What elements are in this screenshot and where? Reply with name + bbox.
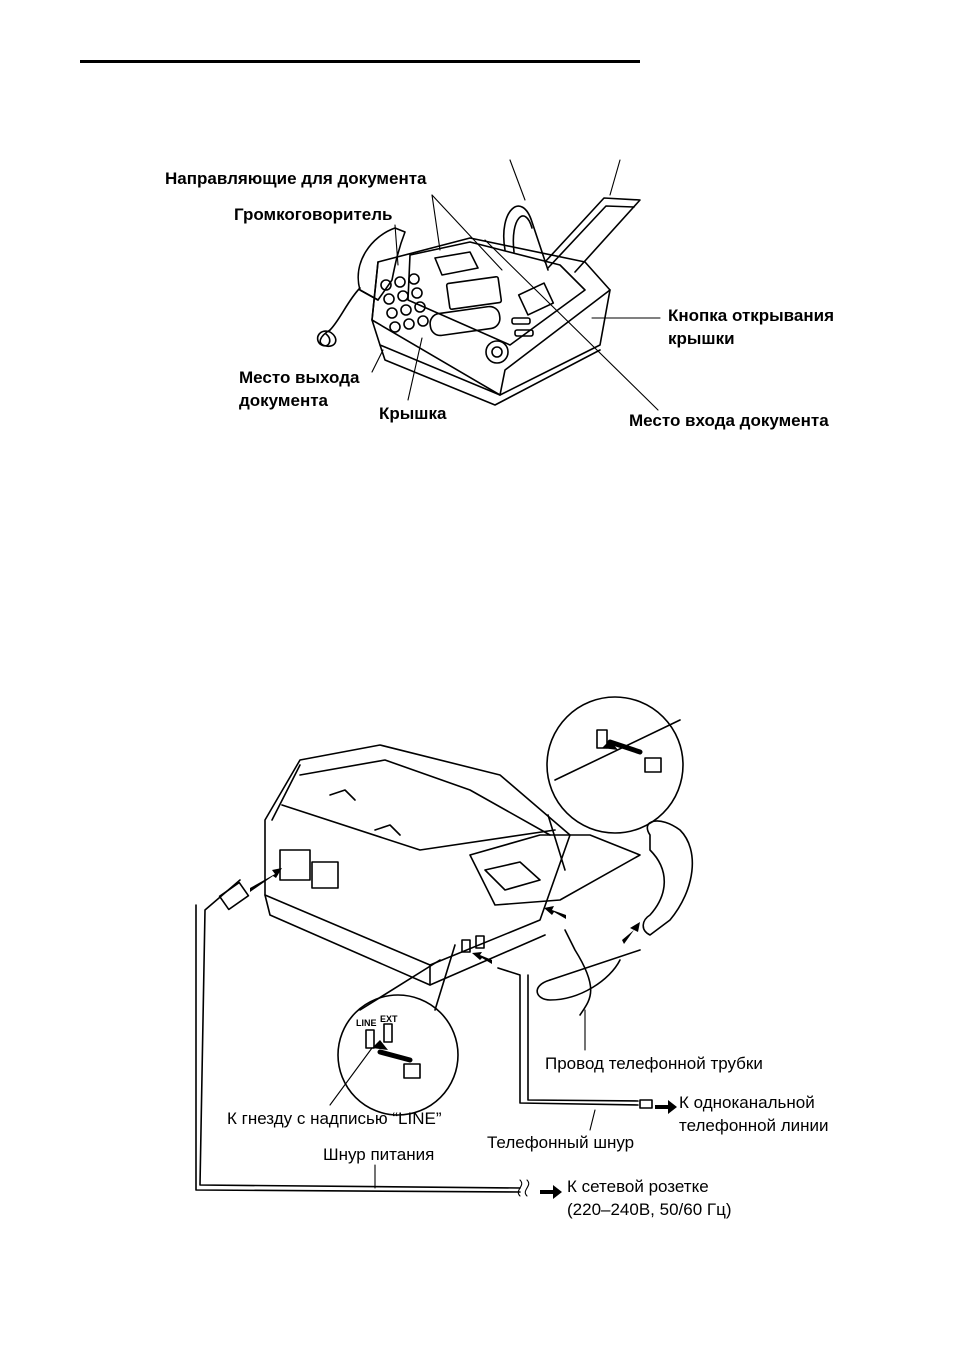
- label-line-jack: К гнезду с надписью “LINE”: [227, 1108, 442, 1130]
- label-document-guides: Направляющие для документа: [165, 168, 427, 190]
- label-cover: Крышка: [379, 403, 446, 425]
- label-handset-cord: Провод телефонной трубки: [545, 1053, 763, 1075]
- handset: [318, 228, 405, 346]
- label-line-to-1: К одноканальной: [679, 1092, 815, 1114]
- handset-rear: [537, 821, 692, 1000]
- paper-support-wire: [504, 198, 640, 272]
- label-power-cord: Шнур питания: [323, 1144, 434, 1166]
- label-line-to-2: телефонной линии: [679, 1115, 829, 1137]
- label-document-entry: Место входа документа: [629, 410, 829, 432]
- label-outlet-2: (220–240В, 50/60 Гц): [567, 1199, 732, 1221]
- label-cover-open-button-line1: Кнопка открывания: [668, 305, 834, 327]
- label-speaker: Громкоговоритель: [234, 204, 393, 226]
- fax-body: [372, 238, 610, 405]
- label-phone-cord: Телефонный шнур: [487, 1132, 634, 1154]
- label-document-exit-line2: документа: [239, 390, 328, 412]
- label-cover-open-button-line2: крышки: [668, 328, 735, 350]
- control-panel: [381, 274, 533, 363]
- label-jack-line: LINE: [356, 1012, 377, 1034]
- label-outlet-1: К сетевой розетке: [567, 1176, 709, 1198]
- fax-rear-view: [265, 745, 640, 985]
- label-jack-ext: EXT: [380, 1008, 398, 1030]
- label-document-exit-line1: Место выхода: [239, 367, 359, 389]
- keypad: [381, 274, 428, 332]
